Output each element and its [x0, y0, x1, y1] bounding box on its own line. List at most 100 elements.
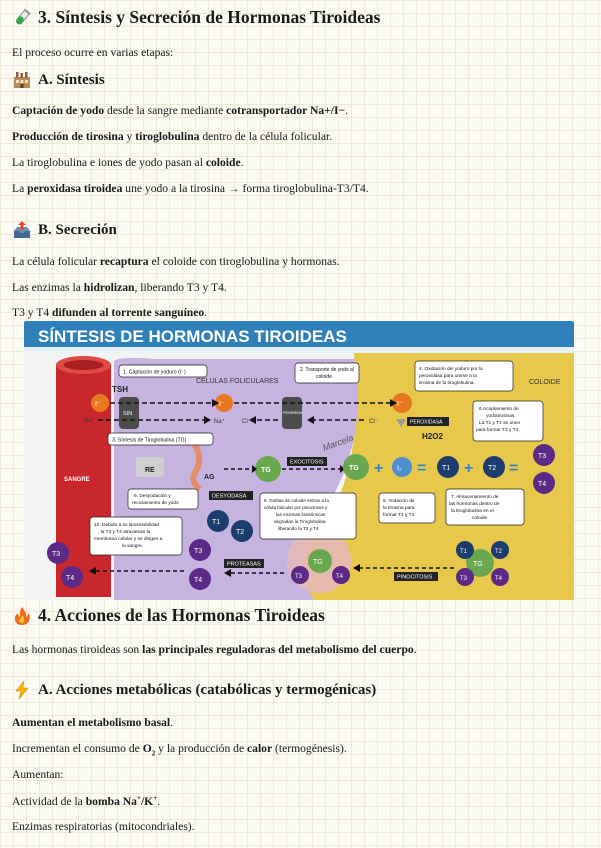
secretion-item-2: Las enzimas la hidrolizan, liberando T3 … — [12, 281, 227, 294]
callout-9: 9. Desyodación y reciclamiento de yodo — [127, 488, 199, 510]
callout-5: 5. Yodación de la tirosina para formar T… — [378, 492, 436, 524]
svg-text:coloide: coloide — [472, 515, 488, 521]
i2-molecule — [392, 457, 412, 477]
synthesis-item-2: Producción de tirosina y tiroglobulina d… — [12, 130, 333, 143]
iodide-cell — [215, 394, 233, 412]
svg-text:T1: T1 — [460, 549, 468, 555]
coloide-label: COLOIDE — [529, 379, 561, 386]
svg-text:RE: RE — [145, 467, 155, 474]
svg-text:, la T3 y T4 atraviesan la: , la T3 y T4 atraviesan la — [98, 529, 151, 535]
svg-text:la tiroglobulina en el: la tiroglobulina en el — [451, 508, 494, 514]
metabolic-item-3: Aumentan: — [12, 768, 64, 781]
sec3-intro: El proceso ocurre en varias etapas: — [12, 46, 174, 59]
t3-blood — [47, 542, 69, 564]
peroxidase-label-box — [407, 417, 449, 426]
svg-text:TG: TG — [313, 559, 323, 566]
synthesis-item-3: La tiroglobulina e iones de yodo pasan a… — [12, 156, 244, 169]
golgi-label: AG — [204, 474, 215, 481]
callout-4: 4. Oxidación del yoduro por la peroxidas… — [414, 360, 514, 392]
secretion-item-1: La célula folicular recaptura el coloide… — [12, 255, 340, 268]
svg-text:+: + — [464, 460, 473, 477]
secretion-item-3: T3 y T4 difunden al torrente sanguíneo. — [12, 306, 208, 319]
svg-text:reciclamiento de yodo: reciclamiento de yodo — [132, 500, 179, 506]
svg-text:PEROXIDASA: PEROXIDASA — [410, 420, 443, 426]
proteases-label-box — [224, 559, 264, 568]
exocytosis-label-box — [287, 457, 327, 466]
svg-text:=: = — [509, 460, 518, 477]
svg-text:la sangre.: la sangre. — [122, 543, 143, 549]
svg-text:membrana celular y se dirigen: membrana celular y se dirigen a — [94, 536, 163, 542]
svg-text:las hormonas dentro de: las hormonas dentro de — [449, 501, 500, 507]
svg-text:6.Acoplamiento de: 6.Acoplamiento de — [479, 406, 519, 412]
tsh-label: TSH — [112, 385, 128, 394]
svg-text:TG: TG — [261, 467, 271, 474]
svg-text:9. Desyodación y: 9. Desyodación y — [134, 493, 171, 499]
sangre-label: SANGRE — [64, 477, 90, 483]
svg-text:EXOCITOSIS: EXOCITOSIS — [290, 460, 324, 466]
svg-text:Cl⁻: Cl⁻ — [242, 419, 251, 425]
svg-text:tirosina de la tiroglobulina.: tirosina de la tiroglobulina. — [419, 380, 475, 386]
svg-text:T4: T4 — [66, 575, 74, 582]
tg-cell — [255, 456, 281, 482]
svg-text:4. Oxidación del yoduro por la: 4. Oxidación del yoduro por la — [419, 366, 483, 372]
svg-text:T3: T3 — [52, 551, 60, 558]
svg-text:T3: T3 — [538, 453, 546, 460]
iodide-colloid — [392, 393, 412, 413]
pinocytosis-label-box — [394, 572, 438, 581]
svg-text:para formar T3 y T4: para formar T3 y T4 — [476, 427, 519, 433]
tg-colloid — [343, 454, 369, 480]
svg-text:T2: T2 — [236, 529, 244, 536]
svg-text:=: = — [417, 460, 426, 477]
svg-text:TG: TG — [349, 465, 359, 472]
svg-text:formar T1 y T2.: formar T1 y T2. — [383, 512, 416, 518]
t1-cell — [207, 510, 229, 532]
svg-text:las enzimas lisosómicas: las enzimas lisosómicas — [276, 512, 326, 517]
svg-text:SIN: SIN — [123, 411, 132, 417]
svg-text:coloide: coloide — [316, 374, 332, 380]
t4-blood — [61, 566, 83, 588]
svg-text:La T1 y T2 se unen: La T1 y T2 se unen — [479, 420, 520, 426]
section-4-title: 4. Acciones de las Hormonas Tiroideas — [38, 605, 325, 625]
figure-title: SÍNTESIS DE HORMONAS TIROIDEAS — [38, 327, 347, 346]
metabolic-item-1: Aumentan el metabolismo basal. — [12, 716, 174, 729]
svg-text:liberando la T3 y T4.: liberando la T3 y T4. — [278, 526, 320, 531]
svg-text:8. Gotitas de coloide entran a: 8. Gotitas de coloide entran a la — [264, 498, 329, 503]
deiodinase-label-box — [209, 491, 253, 500]
t4-cell — [189, 568, 211, 590]
callout-10: 10. Debido a su liposolubilidad , la T3 … — [89, 516, 183, 556]
svg-text:Na⁺: Na⁺ — [214, 418, 225, 425]
metabolic-item-5: Enzimas respiratorias (mitocondriales). — [12, 820, 195, 833]
svg-text:T3: T3 — [460, 576, 468, 582]
svg-text:5. Yodación de: 5. Yodación de — [383, 498, 415, 504]
sec4-intro: Las hormonas tiroideas son las principal… — [12, 643, 417, 656]
tg-complex — [466, 549, 494, 577]
sin-transporter — [119, 397, 139, 429]
svg-text:T4: T4 — [495, 576, 503, 582]
synthesis-item-4: La peroxidasa tiroidea une yodo a la tir… — [12, 182, 369, 195]
test-tube-icon — [12, 8, 32, 28]
subsection-4a-heading: A. Acciones metabólicas (catabólicas y t… — [12, 679, 377, 700]
svg-text:PINOCITOSIS: PINOCITOSIS — [397, 575, 433, 581]
svg-text:T4: T4 — [336, 574, 344, 580]
svg-text:degradan la Tiroglobulina: degradan la Tiroglobulina — [274, 519, 326, 524]
svg-text:TG: TG — [473, 561, 483, 568]
endoplasmic-reticulum — [136, 457, 164, 477]
subsection-4a-title: A. Acciones metabólicas (catabólicas y t… — [38, 681, 377, 698]
t3-colloid — [533, 444, 555, 466]
callout-3: 3. Síntesis de Tiroglobulina (TG) — [107, 432, 214, 446]
callout-7: 7. Almacenamiento de las hormonas dentro… — [445, 488, 525, 526]
thyroid-synthesis-figure: SÍNTESIS DE HORMONAS TIROIDEAS SANGRE CÉ… — [24, 321, 574, 600]
section-4-heading: 4. Acciones de las Hormonas Tiroideas — [12, 605, 325, 626]
subsection-a-title: A. Síntesis — [38, 71, 105, 88]
svg-text:Cl⁻: Cl⁻ — [369, 419, 378, 425]
svg-text:I⁻: I⁻ — [95, 401, 101, 408]
t1-colloid — [437, 456, 459, 478]
svg-text:T4: T4 — [194, 577, 202, 584]
svg-text:peroxidasa para unirse a la: peroxidasa para unirse a la — [419, 373, 477, 379]
subsection-b-heading: B. Secreción — [12, 220, 117, 240]
svg-text:T3: T3 — [295, 574, 303, 580]
iodide-blood — [91, 394, 109, 412]
svg-text:I₂: I₂ — [397, 465, 402, 472]
callout-8: 8. Gotitas de coloide entran a la célula… — [259, 492, 357, 540]
